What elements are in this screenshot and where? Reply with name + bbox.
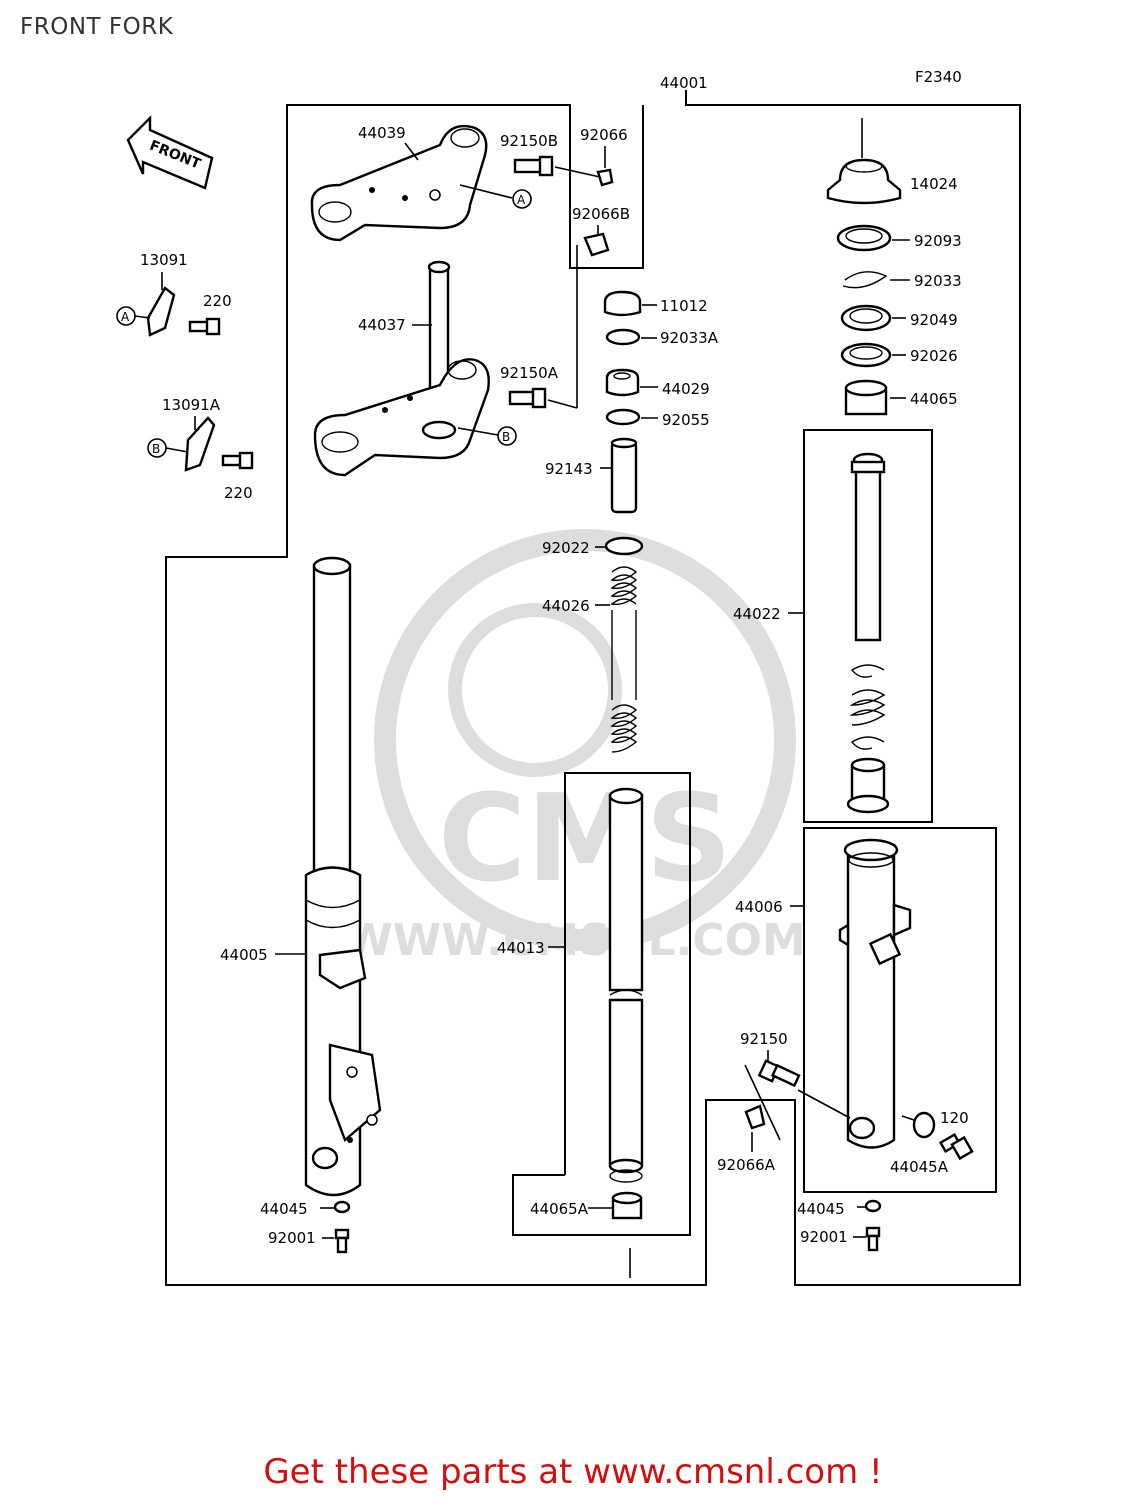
label-13091: 13091 — [140, 251, 188, 269]
marker-b-icon — [497, 426, 517, 446]
page-title: FRONT FORK — [20, 14, 174, 40]
label-13091A: 13091A — [162, 396, 221, 414]
left-fork-44005 — [304, 556, 382, 1197]
label-44001: 44001 — [660, 74, 708, 92]
bolt-92150 — [757, 1059, 801, 1088]
label-11012: 11012 — [660, 297, 708, 315]
washer-44045-left — [333, 1200, 351, 1214]
label-92143: 92143 — [545, 460, 593, 478]
bearing-cone-14024 — [826, 158, 902, 205]
label-220-a: 220 — [203, 292, 232, 310]
inner-tube-frame — [512, 772, 691, 1236]
damper-frame — [803, 429, 933, 823]
bolt-92001-left — [334, 1228, 350, 1254]
label-44037: 44037 — [358, 316, 406, 334]
label-92033A: 92033A — [660, 329, 719, 347]
bolt-220-a — [188, 317, 221, 336]
label-220-b: 220 — [224, 484, 253, 502]
marker-a-text: A — [517, 193, 526, 207]
label-44022: 44022 — [733, 605, 781, 623]
label-92066B: 92066B — [572, 205, 630, 223]
label-44029: 44029 — [662, 380, 710, 398]
bracket-13091 — [146, 286, 176, 337]
outer-tube-frame — [803, 827, 997, 1193]
marker-b-left-text: B — [152, 442, 160, 456]
label-92001-left: 92001 — [268, 1229, 316, 1247]
oring-92055 — [605, 408, 641, 426]
marker-a-icon — [512, 189, 532, 209]
label-44005: 44005 — [220, 946, 268, 964]
label-44065: 44065 — [910, 390, 958, 408]
bolt-92150A — [508, 387, 547, 409]
front-arrow-icon: FRONT — [126, 115, 214, 190]
label-92066A: 92066A — [717, 1156, 776, 1174]
label-92150: 92150 — [740, 1030, 788, 1048]
label-92049: 92049 — [910, 311, 958, 329]
assembly-frame-44001 — [165, 90, 1021, 1286]
label-92150B: 92150B — [500, 132, 558, 150]
watermark-url: WWW.CMSNL.COM — [344, 915, 806, 966]
plug-92066A — [744, 1104, 766, 1130]
label-92026: 92026 — [910, 347, 958, 365]
washer-44045A — [912, 1111, 936, 1139]
label-92033: 92033 — [914, 272, 962, 290]
label-44006: 44006 — [735, 898, 783, 916]
bushing-44065A — [611, 1191, 643, 1220]
label-44045-left: 44045 — [260, 1200, 308, 1218]
label-44065A: 44065A — [530, 1200, 589, 1218]
bushing-44065 — [844, 379, 888, 416]
bolt-220-b — [221, 451, 254, 470]
plug-92066B — [583, 232, 610, 257]
spring-44026 — [610, 566, 638, 753]
cta-footer-link[interactable]: Get these parts at www.cmsnl.com ! — [263, 1452, 883, 1492]
seal-92093 — [836, 224, 892, 252]
bolt-92001-right — [865, 1226, 881, 1252]
cap-11012 — [603, 290, 642, 317]
marker-a-left-text: A — [121, 310, 130, 324]
label-92001-right: 92001 — [800, 1228, 848, 1246]
label-44039: 44039 — [358, 124, 406, 142]
bracket-13091A — [184, 416, 216, 472]
label-44045A: 44045A — [890, 1158, 949, 1176]
damper-rod-44022 — [846, 452, 890, 814]
washer-92022 — [604, 536, 644, 556]
label-92093: 92093 — [914, 232, 962, 250]
label-44045-right: 44045 — [797, 1200, 845, 1218]
upper-bracket-44039 — [310, 124, 488, 242]
circlip-92033 — [842, 271, 888, 289]
figure-code: F2340 — [915, 68, 962, 86]
label-92150A: 92150A — [500, 364, 559, 382]
watermark-logo: CMS WWW.CMSNL.COM — [344, 529, 806, 966]
oring-92033A — [605, 328, 641, 346]
label-44013: 44013 — [497, 939, 545, 957]
inner-tube-44013 — [608, 787, 644, 1183]
watermark-logo-text: CMS — [438, 770, 732, 909]
label-14024: 14024 — [910, 175, 958, 193]
label-92022: 92022 — [542, 539, 590, 557]
marker-b-text: B — [502, 430, 510, 444]
bolt-120 — [938, 1133, 974, 1161]
bolt-92150B — [513, 155, 554, 177]
stem-bracket-44037 — [313, 260, 490, 477]
label-92066: 92066 — [580, 126, 628, 144]
label-44026: 44026 — [542, 597, 590, 615]
washer-44045-right — [864, 1199, 882, 1213]
outer-tube-44006 — [838, 838, 912, 1149]
valve-44029 — [605, 368, 640, 397]
label-120: 120 — [940, 1109, 969, 1127]
label-92055: 92055 — [662, 411, 710, 429]
plug-92066 — [596, 168, 614, 187]
spacer-92143 — [610, 437, 638, 514]
